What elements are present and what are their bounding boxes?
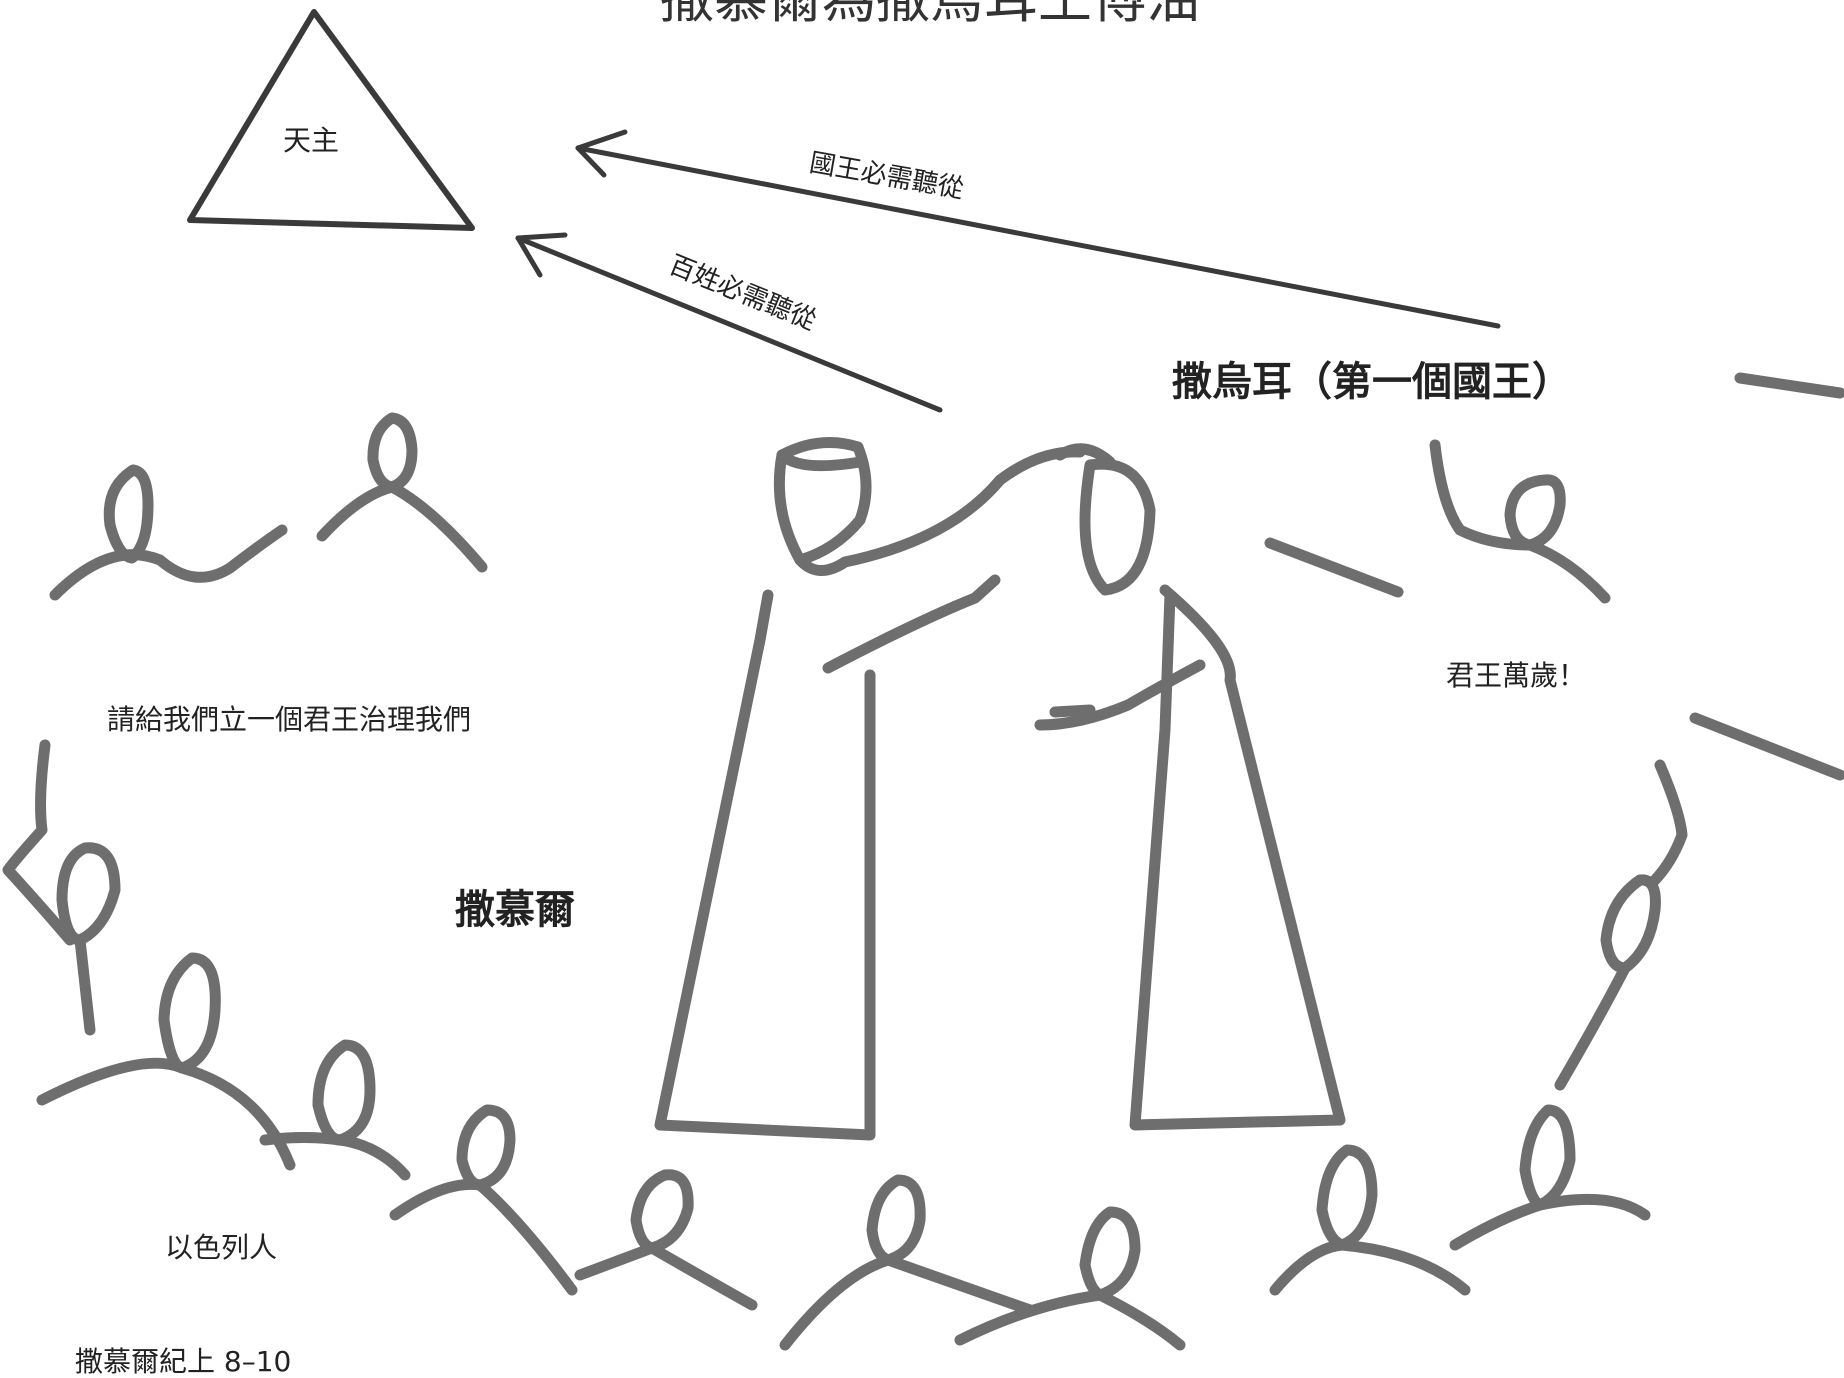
label-reference: 撒慕爾紀上 8–10	[75, 1345, 292, 1378]
people-left-cheering	[2, 739, 121, 1036]
saul-figure	[1034, 443, 1346, 1131]
people-bottom-crowd	[36, 952, 1651, 1351]
label-saul: 撒烏耳（第一個國王）	[1172, 358, 1572, 405]
people-upper-right	[1264, 372, 1844, 781]
people-right-cheering	[1554, 759, 1688, 1091]
label-israelites: 以色列人	[165, 1231, 278, 1264]
people-upper-left	[49, 412, 488, 601]
god-triangle	[187, 9, 475, 231]
label-god: 天主	[283, 124, 340, 157]
label-request: 請給我們立一個君王治理我們	[107, 703, 472, 736]
label-long-live-king: 君王萬歲！	[1446, 659, 1587, 692]
page-title: 撒慕爾為撒烏耳王傅油	[660, 0, 1200, 26]
arrow-people-to-god	[515, 232, 943, 413]
arrow-king-to-god	[575, 129, 1501, 329]
label-samuel: 撒慕爾	[455, 886, 575, 933]
samuel-figure	[654, 437, 1086, 1141]
